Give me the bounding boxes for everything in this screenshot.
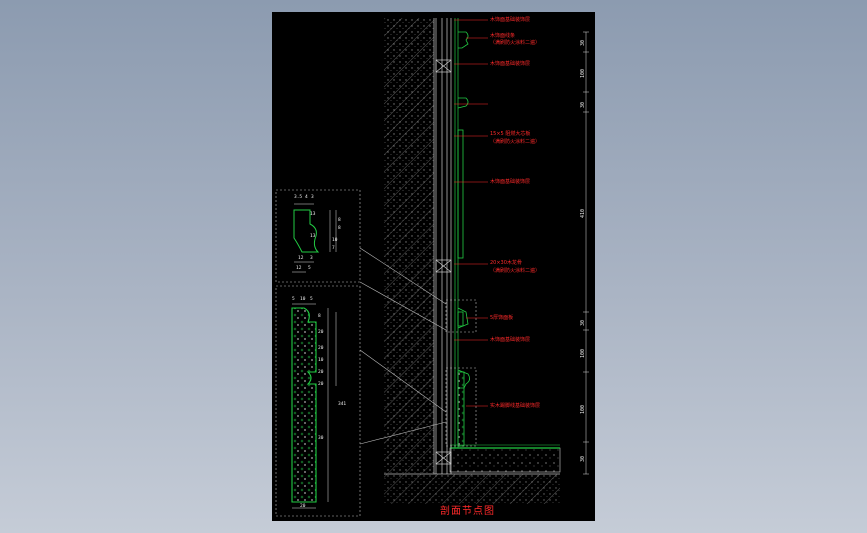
annotation-6: （满刷防火涂料二遍）: [490, 139, 541, 145]
annotation-5: 15×5 阻燃大芯板: [490, 131, 531, 137]
dimension-label: 30: [580, 455, 586, 462]
section-detail-drawing: [275, 18, 589, 517]
dimension-label: 410: [580, 208, 586, 218]
cad-drawing-viewport[interactable]: 木饰面基础装饰层 木饰面线条 （满刷防火涂料二遍） 木饰面基础装饰层 15×5 …: [272, 12, 595, 521]
right-dimension-chain: [583, 31, 589, 475]
detail-dim: 30: [318, 436, 324, 441]
annotation-leaders: [454, 19, 488, 407]
detail-dim: 13: [310, 212, 316, 217]
detail-dim: 10: [332, 238, 338, 243]
wall-mouldings: [457, 31, 470, 447]
dimension-label: 100: [580, 404, 586, 414]
floor-slab: [384, 444, 561, 504]
drawing-title: 剖面节点图: [440, 506, 495, 517]
annotation-7: 木饰面基础装饰层: [490, 179, 531, 185]
detail-dim: 4: [305, 195, 308, 200]
detail-dim: 12: [296, 266, 302, 271]
detail-dim: 5: [292, 297, 295, 302]
annotation-4: 木饰面基础装饰层: [490, 61, 531, 67]
detail-dim: 3: [310, 256, 313, 261]
annotation-3: （满刷防火涂料二遍）: [490, 40, 541, 46]
dimension-label: 30: [580, 319, 586, 326]
detail-moulding-profile: [292, 203, 337, 273]
annotation-1: 木饰面基础装饰层: [490, 17, 531, 23]
detail-dim: 3.5: [294, 195, 303, 200]
detail-dim: 341: [338, 402, 347, 407]
detail-dim: 12: [298, 256, 304, 261]
detail-dim: 20: [318, 382, 324, 387]
detail-dim: 13: [310, 234, 316, 239]
detail-dim: 8: [338, 226, 341, 231]
annotation-9: （满刷防火涂料二遍）: [490, 268, 541, 274]
concrete-wall: [384, 18, 435, 474]
detail-dim: 8: [318, 314, 321, 319]
detail-dim: 20: [318, 370, 324, 375]
detail-dim: 20: [318, 330, 324, 335]
detail-dim: 20: [300, 504, 306, 509]
annotation-2: 木饰面线条: [490, 33, 516, 39]
detail-dim: 20: [318, 346, 324, 351]
annotation-10: 5厚饰面板: [490, 315, 514, 321]
callout-boxes: [275, 189, 477, 517]
detail-dim: 8: [338, 218, 341, 223]
dimension-label: 100: [580, 348, 586, 358]
annotation-12: 实木踢脚线基础装饰层: [490, 403, 541, 409]
dimension-label: 30: [580, 39, 586, 46]
detail-dim: 10: [318, 358, 324, 363]
detail-dim: 7: [332, 246, 335, 251]
dimension-label: 100: [580, 68, 586, 78]
annotation-11: 木饰面基础装饰层: [490, 337, 531, 343]
detail-dim: 10: [300, 297, 306, 302]
detail-dim: 5: [310, 297, 313, 302]
annotation-8: 20×30木龙骨: [490, 260, 522, 266]
detail-skirting-profile: [291, 303, 337, 509]
detail-dim: 3: [311, 195, 314, 200]
dimension-label: 30: [580, 101, 586, 108]
wall-finish-layers: [435, 18, 459, 474]
detail-dim: 5: [308, 266, 311, 271]
